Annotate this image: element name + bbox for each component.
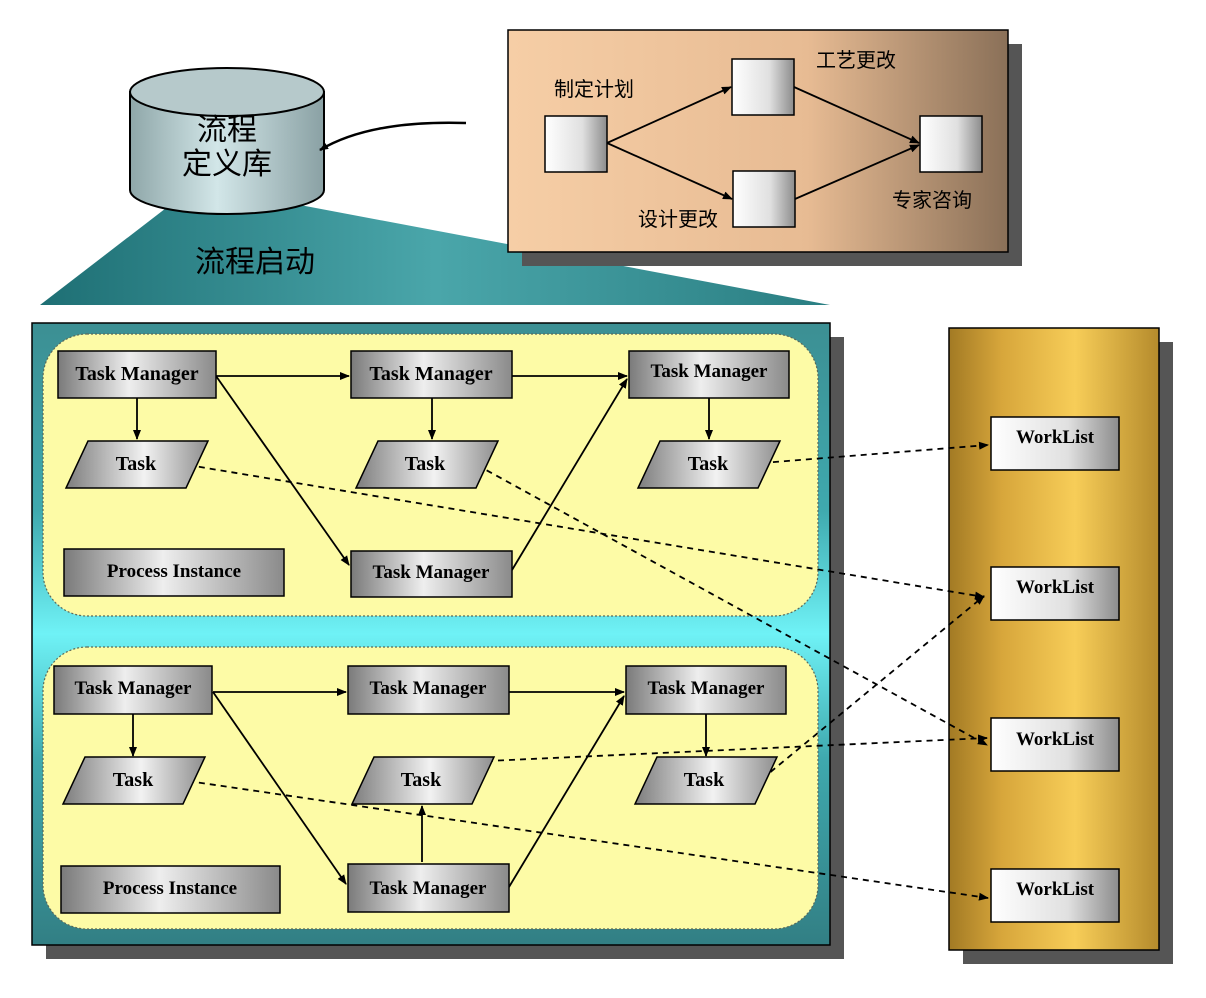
instance2-task-3: Task xyxy=(633,756,779,805)
edge-craft-expert xyxy=(793,86,920,144)
instance1-task-3: Task xyxy=(636,440,782,489)
instance1-task-manager-3-label: Task Manager xyxy=(650,361,768,382)
database-label-line2: 定义库 xyxy=(182,147,272,182)
launch-label: 流程启动 xyxy=(195,245,315,280)
instance1-task-2: Task xyxy=(354,440,500,489)
instance1-task-1: Task xyxy=(64,440,210,489)
database-label-line1: 流程 xyxy=(197,113,257,148)
instance1-process-instance: Process Instance xyxy=(63,548,285,597)
instance2-task-2-label: Task xyxy=(401,769,442,791)
instance2-process-instance-label: Process Instance xyxy=(103,878,237,899)
worklist-1: WorkList xyxy=(990,416,1120,471)
instance2-task-manager-1: Task Manager xyxy=(53,665,213,715)
node-expert-box xyxy=(919,115,983,173)
worklist-2: WorkList xyxy=(990,566,1120,621)
instance2-task-1-label: Task xyxy=(113,769,154,791)
instance2-task-manager-4-label: Task Manager xyxy=(369,878,487,899)
launch-trapezoid xyxy=(40,205,830,305)
instance1-task-manager-4-label: Task Manager xyxy=(372,562,490,583)
instance2-task-manager-2-label: Task Manager xyxy=(369,678,487,699)
node-expert-label: 专家咨询 xyxy=(892,188,972,212)
instance2-task-2: Task xyxy=(350,756,496,805)
instance1-task-2-label: Task xyxy=(405,453,446,475)
instance1-task-3-label: Task xyxy=(688,453,729,475)
instance1-task-manager-4: Task Manager xyxy=(350,550,513,598)
instance1-process-instance-label: Process Instance xyxy=(107,561,241,582)
worklist-4: WorkList xyxy=(990,868,1120,923)
worklist-3-label: WorkList xyxy=(1016,729,1095,750)
instance1-task-manager-2-label: Task Manager xyxy=(369,363,492,385)
worklist-3: WorkList xyxy=(990,717,1120,772)
node-plan-box xyxy=(544,115,608,173)
database-cylinder: 流程 定义库 xyxy=(129,67,325,215)
instance2-task-manager-1-label: Task Manager xyxy=(74,678,192,699)
node-plan-label: 制定计划 xyxy=(554,77,634,101)
worklist-1-label: WorkList xyxy=(1016,427,1095,448)
instance2-task-1: Task xyxy=(61,756,207,805)
edge-plan-craft xyxy=(606,86,732,144)
instance1-task-1-label: Task xyxy=(116,453,157,475)
node-design-label: 设计更改 xyxy=(638,207,718,231)
edge-plan-design xyxy=(606,142,733,200)
instance1-task-manager-1: Task Manager xyxy=(57,350,217,399)
instance2-process-instance: Process Instance xyxy=(60,865,281,914)
definition-to-database-arrow xyxy=(319,121,467,152)
node-craft-label: 工艺更改 xyxy=(816,48,896,72)
instance2-task-3-label: Task xyxy=(684,769,725,791)
worklist-2-label: WorkList xyxy=(1016,577,1095,598)
instance1-task-manager-3: Task Manager xyxy=(628,350,790,399)
edge-design-expert xyxy=(794,144,920,200)
instance2-task-manager-3: Task Manager xyxy=(625,665,787,715)
instance1-task-manager-2: Task Manager xyxy=(350,350,513,399)
worklist-4-label: WorkList xyxy=(1016,879,1095,900)
instance1-flow-arrows xyxy=(133,372,713,571)
instance2-task-manager-3-label: Task Manager xyxy=(647,678,765,699)
node-craft-box xyxy=(731,58,795,116)
worklist-dashed-arrows xyxy=(187,441,989,901)
instance2-task-manager-2: Task Manager xyxy=(347,665,510,715)
instance2-task-manager-4: Task Manager xyxy=(347,863,510,913)
instance1-task-manager-1-label: Task Manager xyxy=(75,363,198,385)
node-design-box xyxy=(732,170,796,228)
